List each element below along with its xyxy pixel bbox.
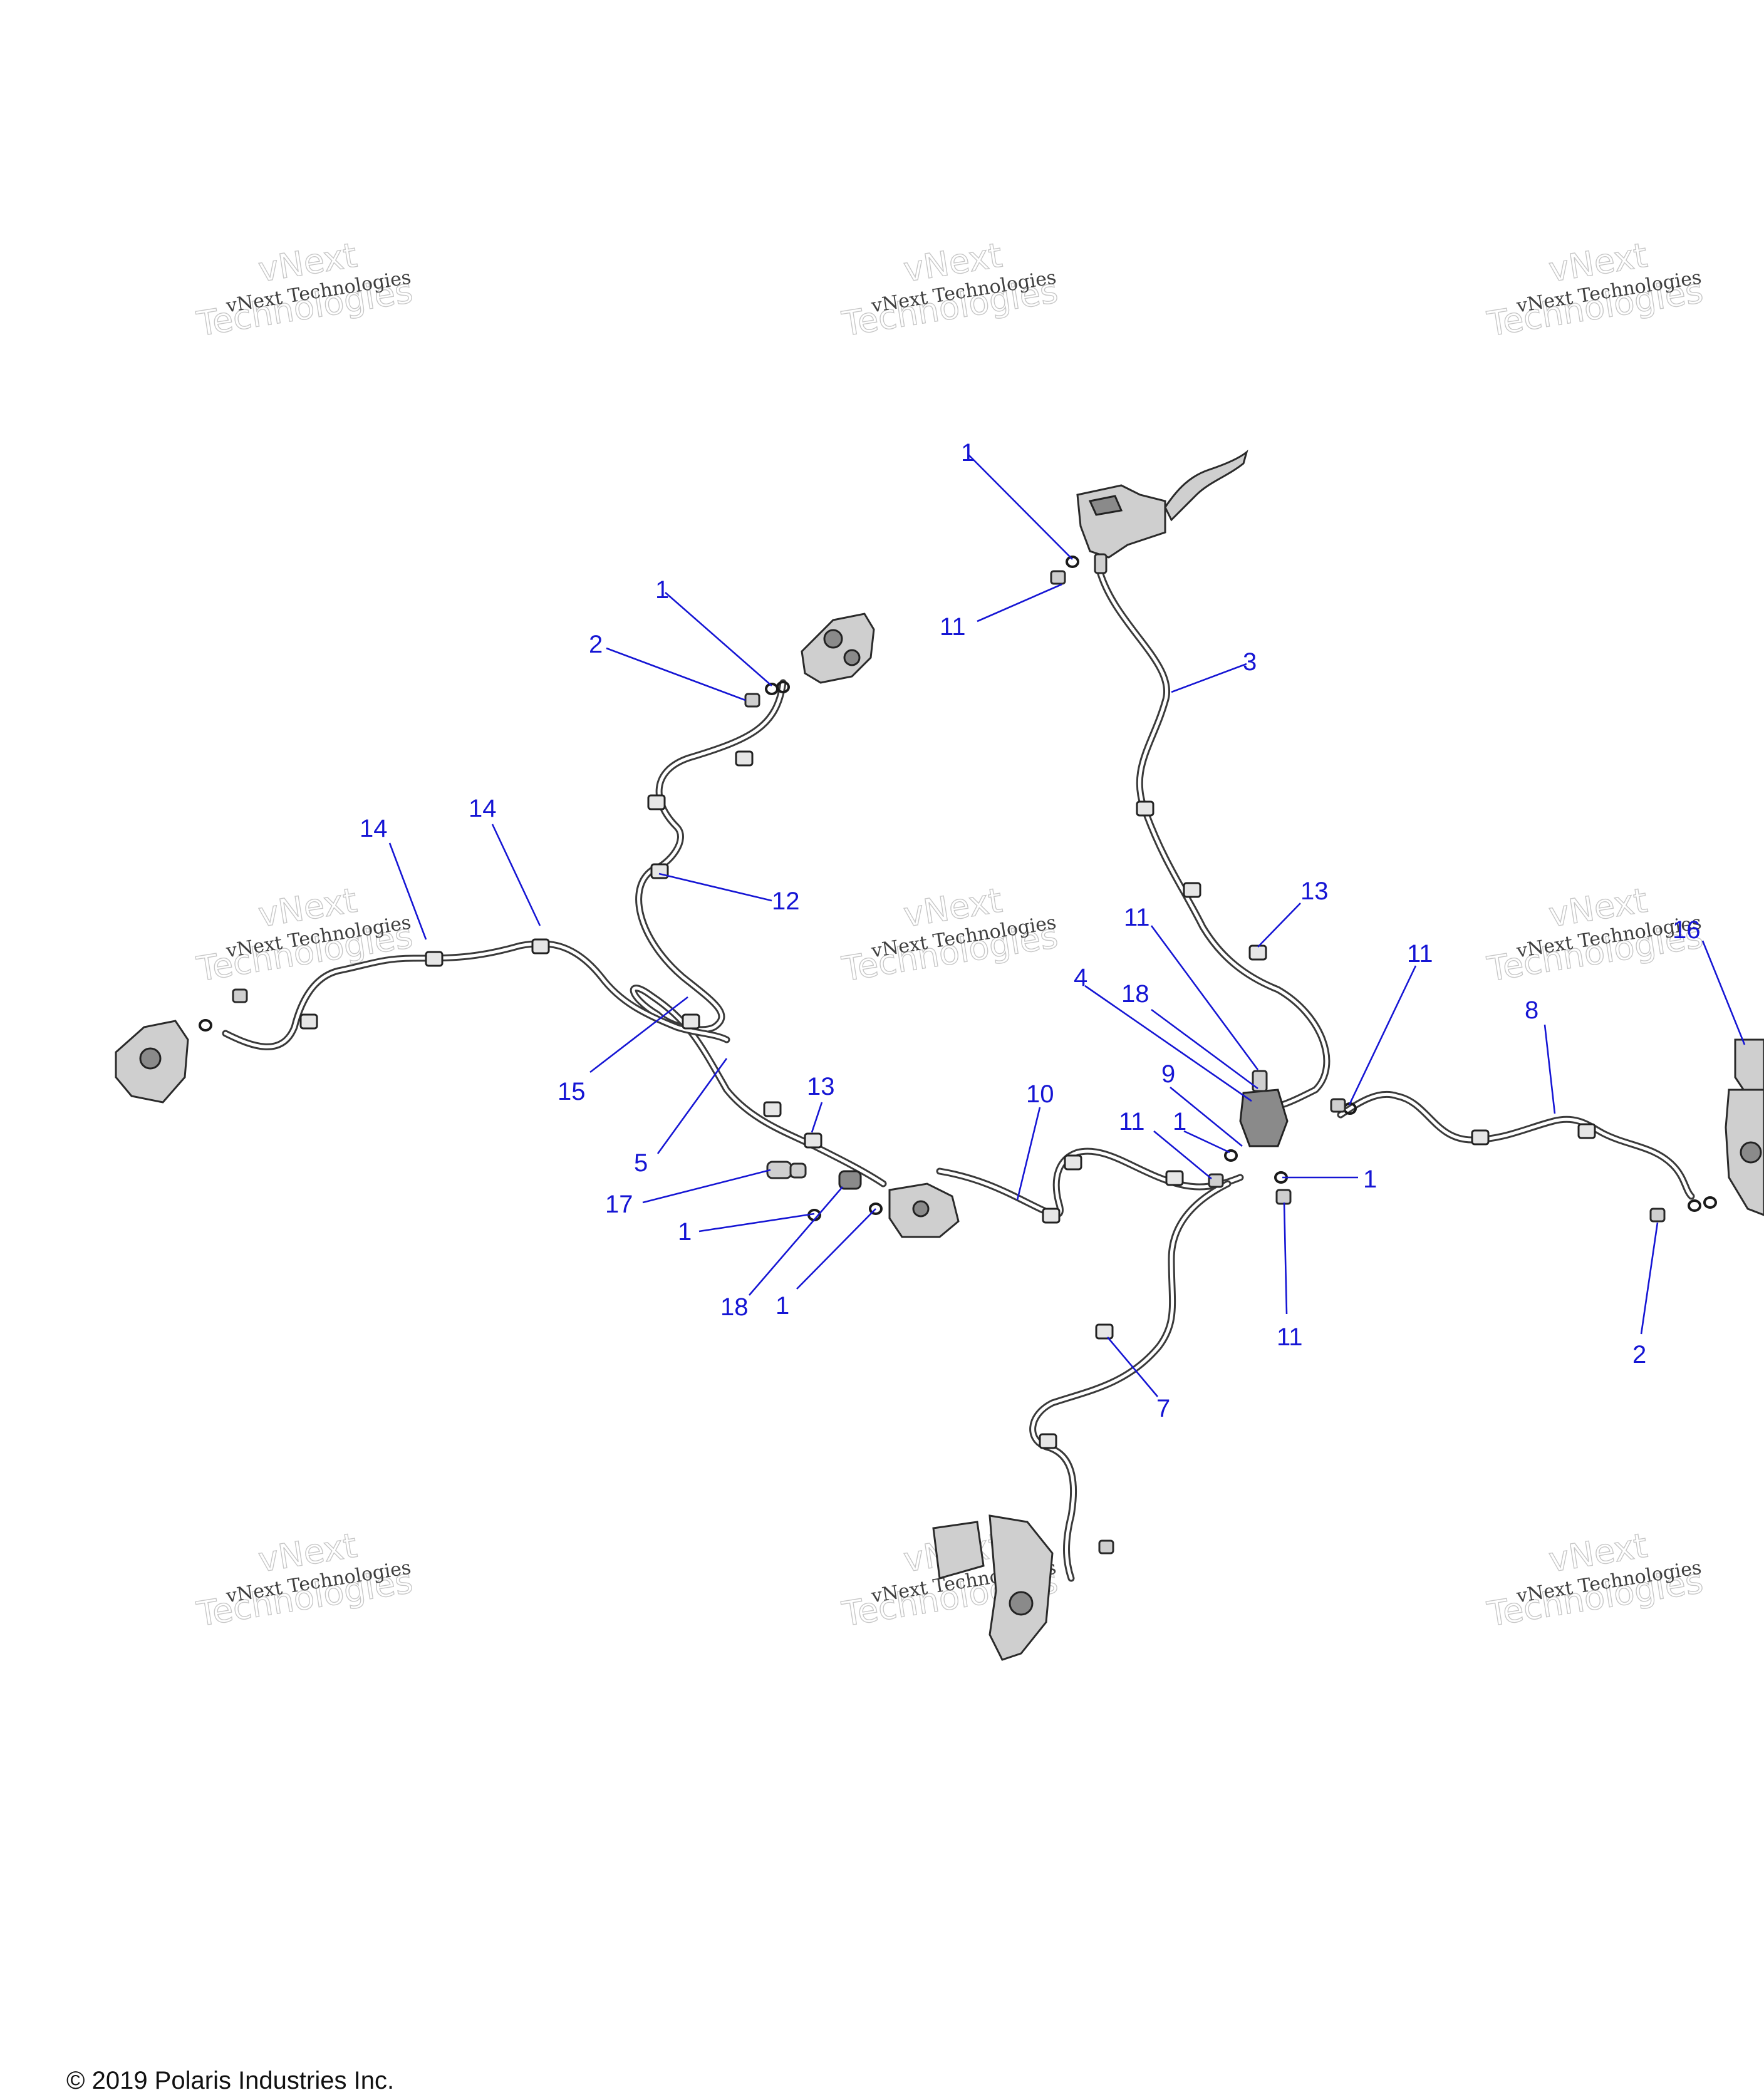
callout-9: 9 [1161, 1060, 1175, 1088]
callout-2: 2 [1632, 1341, 1646, 1368]
callout-11: 11 [1124, 904, 1150, 931]
callout-1: 1 [678, 1218, 692, 1246]
callout-4: 4 [1074, 964, 1087, 991]
callout-12: 12 [772, 887, 800, 915]
copyright-notice: © 2019 Polaris Industries Inc. [66, 2067, 395, 2094]
callout-11: 11 [940, 613, 966, 641]
watermark: vNext Technologies vNext Technologies [194, 880, 416, 990]
callout-1: 1 [1173, 1108, 1186, 1135]
callout-11: 11 [1277, 1323, 1303, 1351]
caliper-front-left [801, 613, 875, 684]
watermarks: vNext Technologies vNext Technologies vN… [194, 235, 1706, 1635]
watermark: vNext Technologies vNext Technologies [1484, 235, 1706, 344]
hose-3 [1096, 566, 1331, 1112]
hose-5 [630, 679, 887, 1187]
callout-11: 11 [1407, 940, 1433, 968]
callout-10: 10 [1026, 1080, 1054, 1108]
callout-15: 15 [558, 1078, 586, 1105]
callout-16: 16 [1673, 916, 1701, 944]
watermark: vNext Technologies vNext Technologies [1484, 1525, 1706, 1635]
callout-5: 5 [634, 1149, 648, 1177]
callout-13: 13 [1300, 877, 1329, 905]
callout-3: 3 [1243, 648, 1257, 676]
callout-18: 18 [1121, 980, 1149, 1008]
proportioning-valve [888, 1182, 960, 1238]
watermark: vNext Technologies vNext Technologies [839, 880, 1061, 990]
callout-14: 14 [469, 795, 497, 822]
watermark: vNext Technologies vNext Technologies [839, 235, 1061, 344]
callout-1: 1 [655, 576, 669, 604]
brake-hoses [222, 566, 1695, 1582]
callout-7: 7 [1156, 1395, 1170, 1422]
callout-8: 8 [1525, 996, 1538, 1024]
callout-18: 18 [720, 1293, 749, 1321]
master-cylinder [1076, 449, 1248, 574]
leader-lines [388, 454, 1746, 1397]
caliper-far-left [115, 1020, 189, 1104]
caliper-rear [932, 1514, 1054, 1661]
watermark: vNext Technologies vNext Technologies [194, 235, 416, 344]
washers-bolts [199, 556, 1717, 1554]
caliper-right [1725, 1038, 1764, 1216]
callouts: 1 11 3 1 2 12 14 14 15 5 13 17 1 18 1 10… [360, 439, 1701, 1422]
callout-1: 1 [961, 439, 975, 467]
callout-2: 2 [589, 631, 603, 658]
watermark: vNext Technologies vNext Technologies [194, 1525, 416, 1635]
callout-14: 14 [360, 815, 388, 842]
callout-11: 11 [1119, 1108, 1145, 1135]
hose-7 [1029, 1180, 1232, 1582]
callout-1: 1 [776, 1292, 789, 1320]
callout-1: 1 [1363, 1166, 1377, 1193]
callout-13: 13 [807, 1073, 835, 1100]
callout-17: 17 [605, 1191, 633, 1218]
junction-block-main [1239, 1070, 1289, 1147]
